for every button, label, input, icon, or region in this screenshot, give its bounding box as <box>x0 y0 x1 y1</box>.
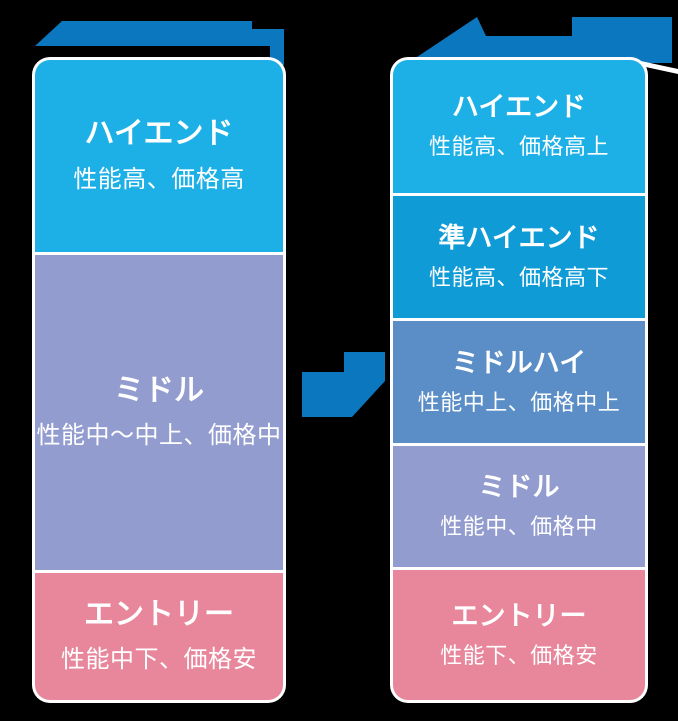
transition-arrow-icon <box>302 352 385 417</box>
tier-subtitle: 性能下、価格安 <box>440 642 598 668</box>
tier-block-middle: ミドル 性能中、価格中 <box>393 446 645 567</box>
new-classification-column: ハイエンド 性能高、価格高上 準ハイエンド 性能高、価格高下 ミドルハイ 性能中… <box>390 57 648 703</box>
tier-subtitle: 性能高、価格高上 <box>428 134 609 160</box>
old-classification-column: ハイエンド 性能高、価格高 ミドル 性能中〜中上、価格中 エントリー 性能中下、… <box>32 57 286 703</box>
tier-title: ハイエンド <box>451 92 587 123</box>
tier-subtitle: 性能中上、価格中上 <box>417 389 621 415</box>
tier-subtitle: 性能中、価格中 <box>440 514 598 540</box>
tier-title: ミドル <box>114 373 204 407</box>
tier-block-middle-high: ミドルハイ 性能中上、価格中上 <box>393 321 645 443</box>
tier-block-highend: ハイエンド 性能高、価格高上 <box>393 60 645 193</box>
tier-title: エントリー <box>451 600 587 631</box>
tier-title: ミドル <box>478 472 560 503</box>
tier-subtitle: 性能中下、価格安 <box>61 646 257 674</box>
tier-subtitle: 性能高、価格高下 <box>428 264 609 290</box>
tier-block-highend: ハイエンド 性能高、価格高 <box>35 60 283 252</box>
tier-block-entry: エントリー 性能下、価格安 <box>393 570 645 700</box>
tier-block-semi-highend: 準ハイエンド 性能高、価格高下 <box>393 196 645 318</box>
tier-subtitle: 性能高、価格高 <box>73 165 245 193</box>
tier-title: エントリー <box>84 597 234 631</box>
tier-block-entry: エントリー 性能中下、価格安 <box>35 573 283 700</box>
tier-block-middle: ミドル 性能中〜中上、価格中 <box>35 255 283 570</box>
tier-title: ハイエンド <box>84 117 234 151</box>
tier-subtitle: 性能中〜中上、価格中 <box>36 422 282 450</box>
tier-title: 準ハイエンド <box>438 222 600 253</box>
tier-title: ミドルハイ <box>451 347 587 378</box>
